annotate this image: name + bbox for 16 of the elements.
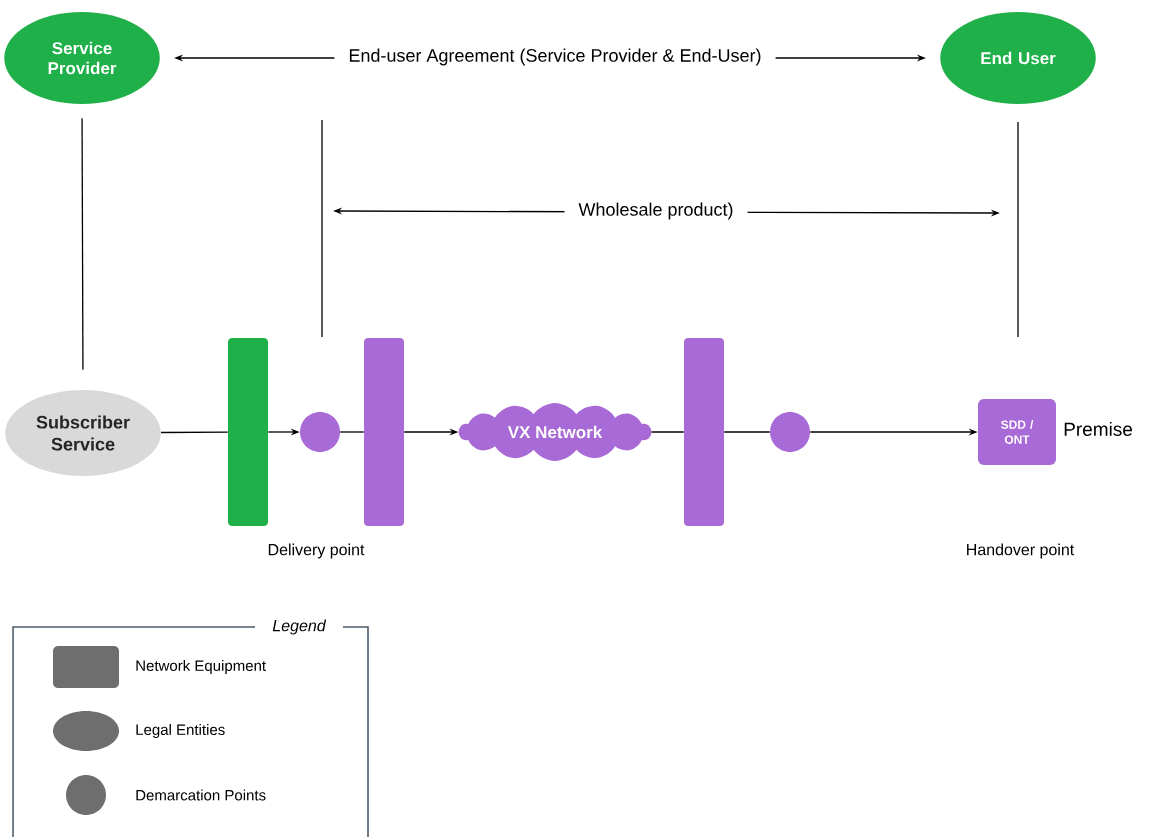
legend-title: Legend [266, 616, 332, 638]
equipment-bar [228, 338, 268, 526]
caption-text: Premise [1064, 422, 1133, 436]
equipment-bar [364, 338, 404, 526]
demarcation-circle [770, 412, 810, 452]
legend-text: Demarcation Points [136, 789, 266, 801]
caption-text: Delivery point [268, 543, 365, 559]
equipment-bar [684, 338, 724, 526]
demarcation-circle [300, 412, 340, 452]
device-box: SDD / ONT [978, 399, 1056, 465]
edge-label: End-user Agreement (Service Provider & End-User) [334, 45, 776, 69]
legend-text: Network Equipment [136, 660, 266, 674]
span-label: Wholesale product) [564, 199, 748, 223]
network-cloud: VX Network [458, 403, 652, 461]
caption-text: Handover point [967, 543, 1075, 559]
legend-text: Legal Entities [136, 724, 225, 738]
